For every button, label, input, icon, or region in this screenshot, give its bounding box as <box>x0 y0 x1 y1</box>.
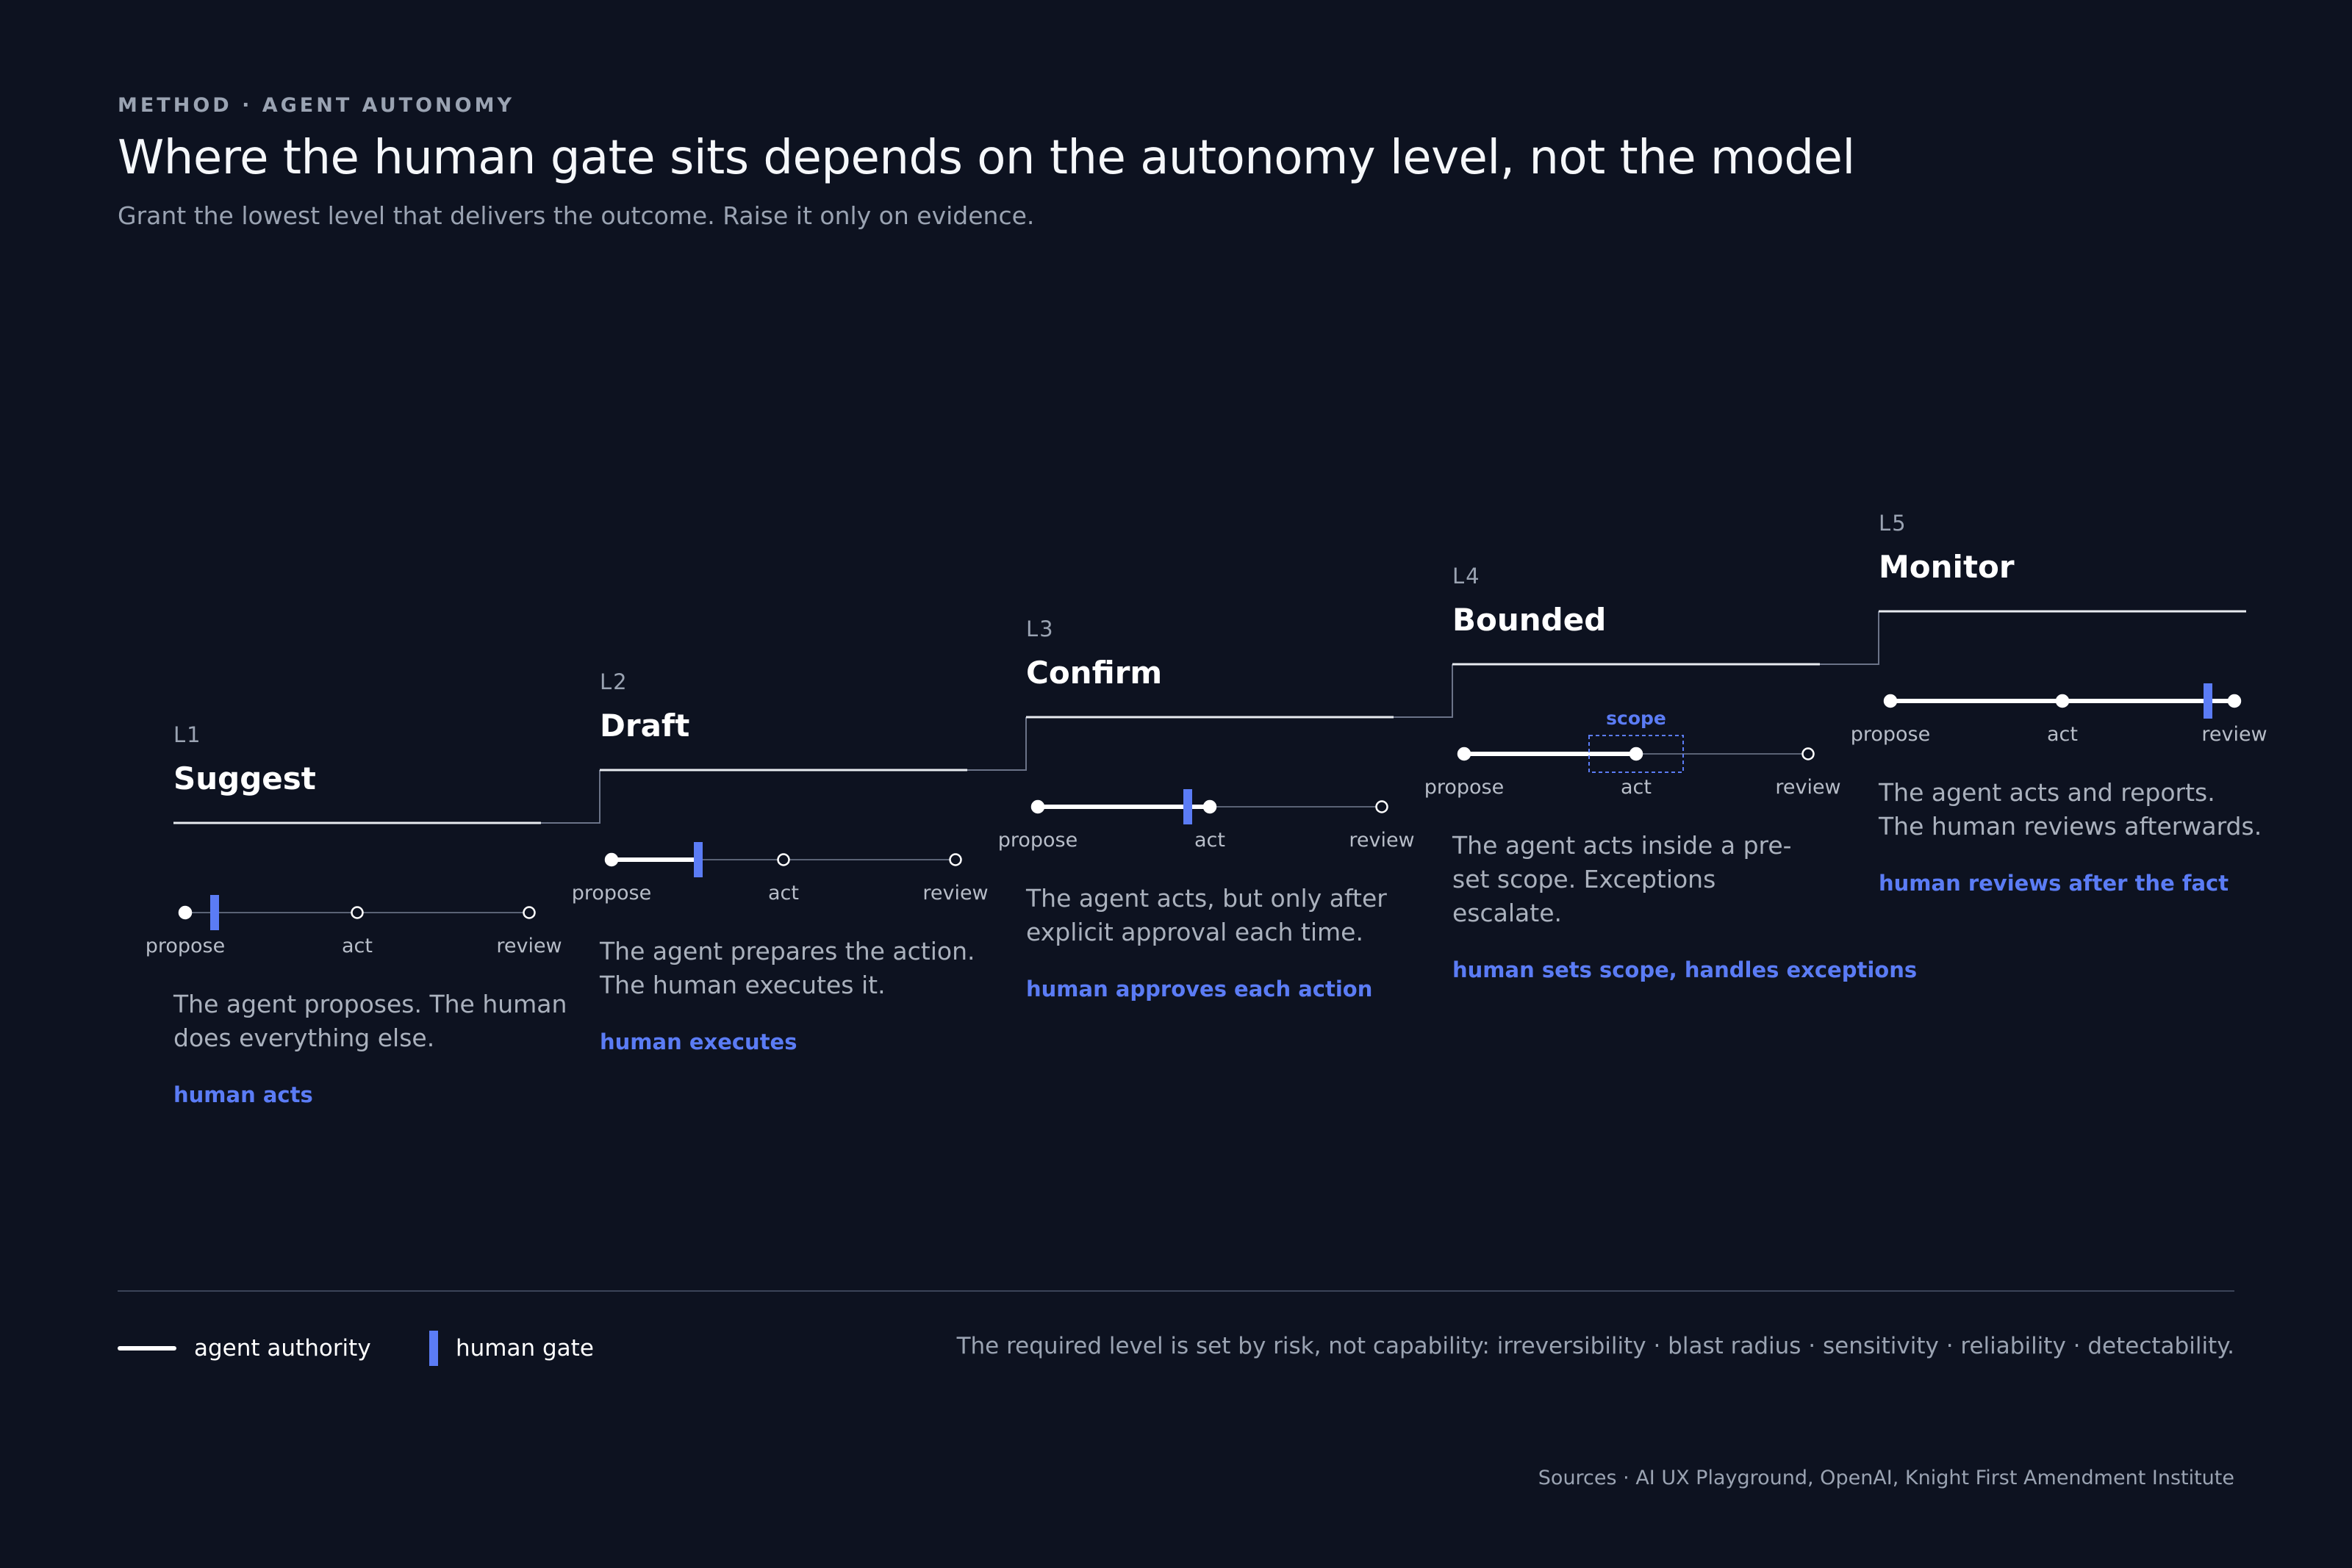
level-name: Bounded <box>1452 602 1606 638</box>
authority-line-icon <box>118 1346 176 1351</box>
step-node-propose <box>604 852 619 867</box>
step-node-review <box>1375 800 1388 813</box>
level-name: Suggest <box>173 760 316 796</box>
legend-authority-label: agent authority <box>194 1335 371 1362</box>
gate-bar-icon <box>429 1331 438 1366</box>
level-name: Draft <box>600 708 689 744</box>
step-node-act <box>777 853 790 866</box>
step-label-propose: propose <box>146 935 226 957</box>
human-role: human acts <box>173 1082 313 1107</box>
step-label-propose: propose <box>1424 776 1505 799</box>
step-label-act: act <box>2047 723 2078 746</box>
stair-connector <box>538 770 600 824</box>
level-description: The human executes it. <box>599 971 886 999</box>
step-label-review: review <box>922 882 988 905</box>
level-description: The agent acts and reports. <box>1878 778 2215 807</box>
step-label-propose: propose <box>998 829 1078 852</box>
human-role: human reviews after the fact <box>1879 871 2229 896</box>
step-label-act: act <box>1194 829 1225 852</box>
step-label-act: act <box>1621 776 1652 799</box>
human-role: human sets scope, handles exceptions <box>1452 957 1917 982</box>
level-id: L2 <box>600 669 628 694</box>
human-role: human approves each action <box>1026 977 1372 1001</box>
human-role: human executes <box>600 1029 797 1054</box>
eyebrow: METHOD · AGENT AUTONOMY <box>118 94 514 117</box>
step-node-act <box>2055 694 2070 708</box>
step-label-propose: propose <box>572 882 652 905</box>
level-description: explicit approval each time. <box>1026 918 1363 946</box>
step-node-act <box>1629 747 1643 761</box>
step-node-propose <box>178 905 193 920</box>
step-node-propose <box>1030 799 1045 814</box>
level-name: Monitor <box>1879 549 2015 585</box>
human-gate-marker <box>2204 683 2212 719</box>
step-label-act: act <box>768 882 799 905</box>
scope-label: scope <box>1606 708 1666 729</box>
stair-connector <box>964 717 1027 771</box>
step-node-act <box>351 906 364 919</box>
level-id: L3 <box>1026 616 1055 641</box>
step-node-review <box>523 906 536 919</box>
level-description: does everything else. <box>173 1024 434 1052</box>
step-node-review <box>1801 747 1815 760</box>
step-label-propose: propose <box>1851 723 1931 746</box>
step-label-review: review <box>2201 723 2267 746</box>
sources-note: Sources · AI UX Playground, OpenAI, Knig… <box>1538 1467 2234 1489</box>
step-node-act <box>1202 799 1217 814</box>
step-label-review: review <box>496 935 562 957</box>
level-id: L4 <box>1452 564 1481 589</box>
level-id: L5 <box>1879 511 1907 536</box>
human-gate-marker <box>694 842 703 877</box>
step-label-review: review <box>1349 829 1414 852</box>
risk-footnote: The required level is set by risk, not c… <box>956 1333 2234 1359</box>
page-subtitle: Grant the lowest level that delivers the… <box>118 201 1035 230</box>
level-description: The agent acts inside a pre- <box>1452 831 1792 860</box>
step-node-propose <box>1457 747 1471 761</box>
stair-connector <box>1817 611 1879 665</box>
level-id: L1 <box>173 722 202 747</box>
legend-authority: agent authority <box>118 1330 371 1367</box>
step-node-review <box>2227 694 2242 708</box>
legend-gate-label: human gate <box>456 1335 594 1362</box>
stair-connector <box>1391 664 1453 718</box>
page-title: Where the human gate sits depends on the… <box>118 131 1855 185</box>
level-name: Confirm <box>1026 655 1162 691</box>
human-gate-marker <box>1183 789 1192 824</box>
step-node-propose <box>1883 694 1898 708</box>
level-description: The agent prepares the action. <box>599 937 975 965</box>
footer-divider <box>118 1290 2234 1292</box>
scope-box <box>1588 735 1684 773</box>
step-node-review <box>949 853 962 866</box>
level-description: The agent proposes. The human <box>173 990 567 1018</box>
legend-gate: human gate <box>429 1330 594 1367</box>
level-description: set scope. Exceptions <box>1452 865 1715 893</box>
human-gate-marker <box>210 895 219 930</box>
step-label-review: review <box>1775 776 1840 799</box>
level-description: The human reviews afterwards. <box>1878 812 2262 841</box>
step-label-act: act <box>342 935 373 957</box>
level-description: escalate. <box>1452 899 1562 927</box>
level-description: The agent acts, but only after <box>1025 884 1387 913</box>
